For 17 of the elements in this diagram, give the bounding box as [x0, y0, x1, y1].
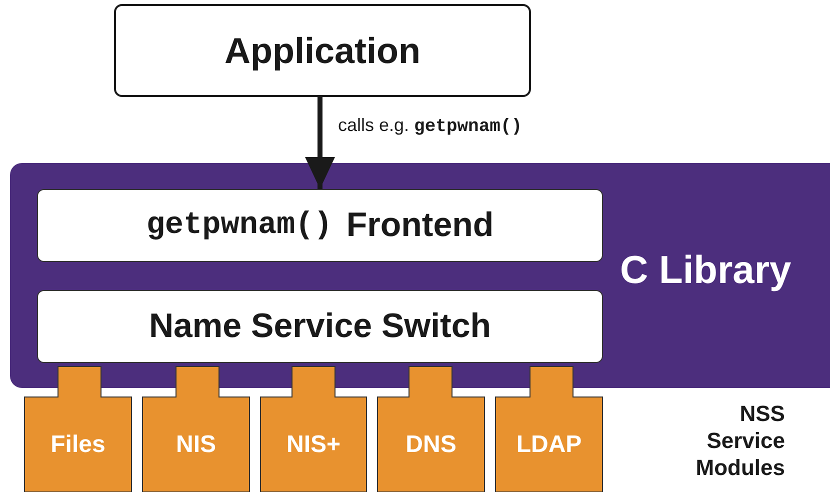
layer-box — [37, 290, 603, 363]
layer-box — [37, 189, 603, 262]
module-label: DNS — [404, 431, 458, 459]
box-label: getpwnam() — [146, 208, 332, 243]
box-label: Name Service Switch — [148, 307, 492, 346]
box-label: Application — [224, 30, 420, 72]
module-label: NIS — [174, 431, 217, 459]
edge-label: calls e.g. getpwnam() — [338, 115, 522, 137]
group-label: NSS Service Modules — [694, 400, 785, 481]
module-label: Files — [50, 431, 106, 459]
module-label: LDAP — [515, 431, 583, 459]
box-label: Frontend — [346, 206, 494, 245]
library-panel — [10, 163, 830, 388]
panel-label: C Library — [620, 249, 792, 293]
process-box — [114, 4, 531, 97]
module-label: NIS+ — [285, 431, 342, 459]
arrow — [305, 97, 335, 189]
